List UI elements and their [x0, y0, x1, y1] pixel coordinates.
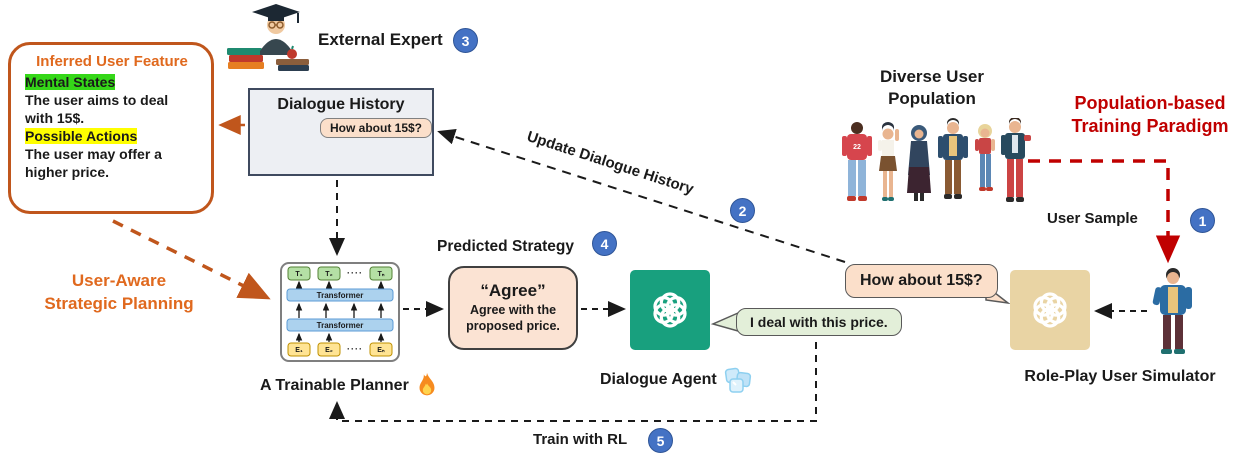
simulator-logo-icon — [1010, 270, 1090, 350]
inferred-user-feature-box: Inferred User Feature Mental States The … — [8, 42, 214, 214]
feature-to-planner-arrow — [112, 219, 271, 300]
tn-label: Tₙ — [377, 271, 384, 278]
user-aware-planning-label: User-Aware Strategic Planning — [28, 270, 210, 316]
diverse-population-title: Diverse User Population — [846, 66, 1018, 110]
dialogue-history-title: Dialogue History — [277, 96, 405, 113]
user-aware-planning-line1: User-Aware — [71, 271, 167, 290]
population-paradigm-line2: Training Paradigm — [1071, 116, 1229, 137]
t-ellipsis: ···· — [347, 268, 363, 278]
t1-label: T₁ — [295, 271, 302, 278]
user-offer-bubble: How about 15$? — [845, 264, 998, 298]
feature-box-title: Inferred User Feature — [36, 53, 188, 70]
strategy-description: Agree with the proposed price. — [466, 303, 560, 333]
dialogue-history-bubble: How about 15$? — [320, 118, 433, 138]
transformer2-label: Transformer — [317, 321, 364, 330]
population-paradigm-label: Population-based Training Paradigm — [1048, 92, 1252, 139]
predicted-strategy-label: Predicted Strategy — [437, 238, 574, 255]
step-badge-5: 5 — [648, 428, 673, 453]
ice-cubes-icon — [723, 366, 753, 394]
transformer1-label: Transformer — [317, 291, 364, 300]
step-badge-4: 4 — [592, 231, 617, 256]
e1-label: E₁ — [295, 347, 303, 354]
deal-bubble-tail — [710, 311, 739, 332]
user-sample-arrow — [1028, 159, 1181, 264]
possible-actions-text-line2: higher price. — [25, 163, 110, 180]
diverse-population-title-line1: Diverse User — [880, 67, 984, 86]
people-group-icon: 22 — [836, 118, 1031, 206]
e-ellipsis: ···· — [347, 344, 363, 354]
mental-states-text-line2: with 15$. — [25, 109, 85, 126]
transformer-diagram: T₁ T₂ Tₙ ···· Transformer Transformer E₁… — [286, 266, 394, 357]
step-badge-3: 3 — [453, 28, 478, 53]
population-paradigm-line1: Population-based — [1074, 93, 1226, 113]
scholar-icon — [226, 3, 310, 73]
svg-text:22: 22 — [853, 144, 861, 151]
trainable-planner-label: A Trainable Planner — [260, 377, 409, 394]
diverse-population-title-line2: Population — [888, 89, 976, 109]
step-badge-1: 1 — [1190, 208, 1215, 233]
en-label: Eₙ — [377, 347, 385, 354]
e2-label: E₂ — [325, 347, 333, 354]
mental-states-label: Mental States — [25, 74, 116, 90]
step-badge-2: 2 — [730, 198, 755, 223]
train-rl-arrow — [329, 342, 817, 422]
dialogue-agent-logo-icon — [630, 270, 710, 350]
user-sample-label: User Sample — [1047, 210, 1138, 227]
flame-icon — [415, 372, 439, 400]
simulated-user-person-icon — [1148, 266, 1198, 358]
possible-actions-label: Possible Actions — [25, 127, 138, 144]
trainable-planner-box: T₁ T₂ Tₙ ···· Transformer Transformer E₁… — [280, 262, 400, 362]
t2-label: T₂ — [325, 271, 332, 278]
external-expert-label: External Expert — [318, 30, 443, 49]
user-aware-planning-line2: Strategic Planning — [44, 293, 194, 313]
mental-states-text-line1: The user aims to deal — [25, 91, 169, 108]
update-history-arrow — [437, 128, 846, 263]
train-with-rl-label: Train with RL — [533, 431, 628, 448]
role-play-simulator-label: Role-Play User Simulator — [1024, 368, 1216, 385]
dialogue-agent-label: Dialogue Agent — [600, 371, 717, 388]
agent-reply-bubble: I deal with this price. — [736, 308, 902, 336]
strategy-name: “Agree” — [480, 281, 546, 301]
possible-actions-text-line1: The user may offer a — [25, 145, 162, 162]
strategy-box: “Agree” Agree with the proposed price. — [448, 266, 578, 350]
